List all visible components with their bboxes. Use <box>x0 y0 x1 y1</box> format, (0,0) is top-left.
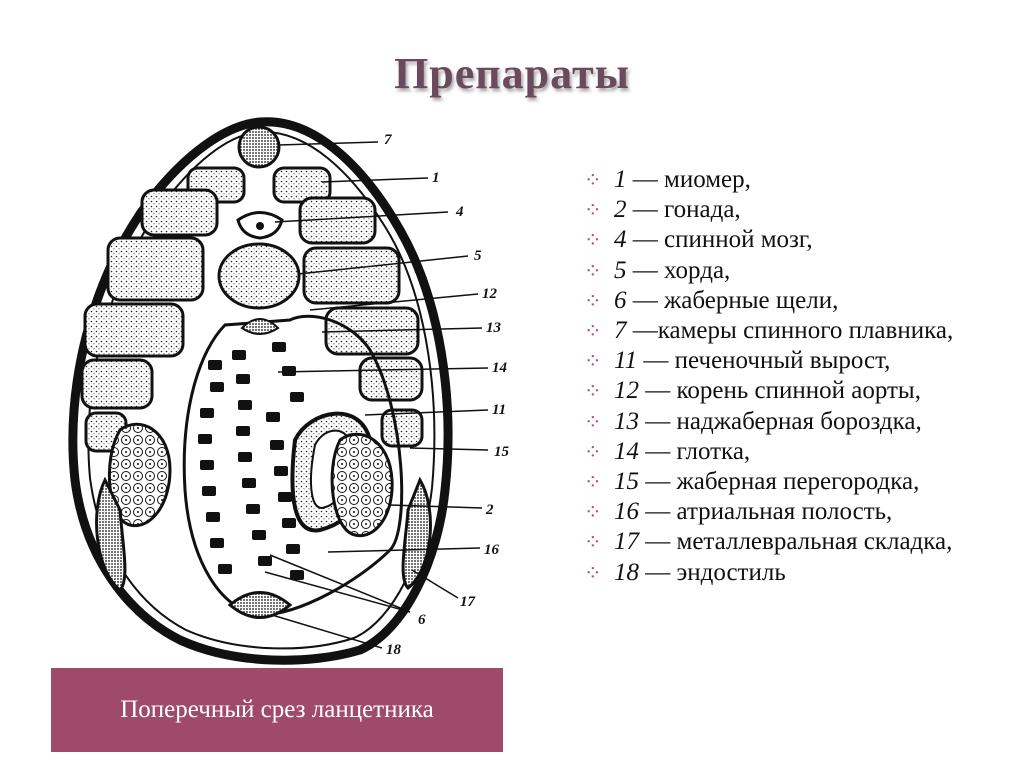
label-16: 16 <box>484 542 500 558</box>
label-2: 2 <box>485 502 494 518</box>
lancelet-cross-section-diagram: 7 1 4 5 12 13 14 11 15 2 16 17 6 18 <box>68 117 510 665</box>
legend-item-number: 5 <box>614 256 627 284</box>
legend-item-text: — печеночный вырост, <box>637 347 891 375</box>
metapleural-fold-left <box>95 476 127 593</box>
legend-item-number: 18 <box>614 558 639 586</box>
caption-text: Поперечный срез ланцетника <box>120 696 434 723</box>
legend-item: ⁘ 4 — спинной мозг, <box>582 225 1002 255</box>
legend-item-number: 17 <box>614 528 639 556</box>
label-15: 15 <box>494 444 510 460</box>
legend-item-text: — наджаберная бороздка, <box>639 407 922 435</box>
legend-item-number: 16 <box>614 498 639 526</box>
bullet-icon: ⁘ <box>584 228 602 253</box>
label-17: 17 <box>460 594 476 610</box>
legend-item: ⁘ 11 — печеночный вырост, <box>582 346 1002 376</box>
legend-item: ⁘ 7 —камеры спинного плавника, <box>582 316 1002 346</box>
legend-item-text: — жаберная перегородка, <box>639 468 920 496</box>
dorsal-fin-chamber <box>237 125 281 169</box>
caption-box: Поперечный срез ланцетника <box>51 668 503 752</box>
legend-item: ⁘ 5 — хорда, <box>582 256 1002 286</box>
legend-item-number: 11 <box>614 347 638 375</box>
legend-item: ⁘ 17 — металлевральная складка, <box>582 527 1002 557</box>
legend-item: ⁘ 1 — миомер, <box>582 165 1002 195</box>
bullet-icon: ⁘ <box>584 198 602 223</box>
legend-item: ⁘ 6 — жаберные щели, <box>582 286 1002 316</box>
epibranchial-groove <box>240 318 280 335</box>
bullet-icon: ⁘ <box>584 530 602 555</box>
legend-item-number: 6 <box>614 286 627 314</box>
notochord <box>217 242 301 310</box>
legend-item: ⁘ 16 — атриальная полость, <box>582 497 1002 527</box>
lancelet-cross-section-figure: 7 1 4 5 12 13 14 11 15 2 16 17 6 18 <box>60 110 542 665</box>
endostyle <box>227 591 293 619</box>
label-18: 18 <box>386 642 402 658</box>
bullet-icon: ⁘ <box>584 560 602 585</box>
legend-item: ⁘ 14 — глотка, <box>582 437 1002 467</box>
legend-item: ⁘ 13 — наджаберная бороздка, <box>582 407 1002 437</box>
bullet-icon: ⁘ <box>584 379 602 404</box>
label-6: 6 <box>418 612 426 628</box>
legend-item-text: — хорда, <box>626 256 731 284</box>
legend-item-number: 7 <box>614 317 627 345</box>
legend-item-text: — металлевральная складка, <box>639 528 953 556</box>
gill-bars <box>198 342 304 580</box>
legend-item-text: — гонада, <box>626 196 741 224</box>
legend-item: ⁘ 12 — корень спинной аорты, <box>582 376 1002 406</box>
bullet-icon: ⁘ <box>584 168 602 192</box>
slide-title: Препараты <box>394 49 630 98</box>
legend-item-number: 2 <box>614 196 627 224</box>
bullet-icon: ⁘ <box>584 319 602 344</box>
bullet-icon: ⁘ <box>584 258 602 283</box>
label-1: 1 <box>432 170 440 186</box>
legend-item-number: 12 <box>614 377 639 405</box>
legend-item-text: — глотка, <box>639 437 751 465</box>
bullet-icon: ⁘ <box>584 439 602 464</box>
legend-item-text: — корень спинной аорты, <box>639 377 921 405</box>
bullet-icon: ⁘ <box>584 500 602 525</box>
metapleural-fold-right <box>401 476 432 590</box>
label-7: 7 <box>384 132 392 148</box>
label-4: 4 <box>455 204 464 220</box>
legend-item-text: — жаберные щели, <box>626 286 839 314</box>
legend-list: ⁘ 1 — миомер, ⁘ 2 — гонада, ⁘ 4 — спинной м… <box>582 165 1002 588</box>
label-12: 12 <box>482 286 498 302</box>
legend-item-text: — атриальная полость, <box>639 498 893 526</box>
legend-item-text: — эндостиль <box>639 558 786 586</box>
legend-item-text: — спинной мозг, <box>626 226 813 254</box>
legend-item-number: 4 <box>614 226 627 254</box>
legend-item-number: 15 <box>614 468 639 496</box>
bullet-icon: ⁘ <box>584 288 602 313</box>
gonad-right <box>330 432 394 538</box>
label-11: 11 <box>492 402 506 418</box>
legend-item: ⁘ 2 — гонада, <box>582 195 1002 225</box>
legend-item: ⁘ 15 — жаберная перегородка, <box>582 467 1002 497</box>
bullet-icon: ⁘ <box>584 409 602 434</box>
label-13: 13 <box>486 320 502 336</box>
label-14: 14 <box>492 360 508 376</box>
legend-item-number: 14 <box>614 437 639 465</box>
bullet-icon: ⁘ <box>584 470 602 495</box>
legend-item-text: —камеры спинного плавника, <box>626 317 954 345</box>
bullet-icon: ⁘ <box>584 349 602 374</box>
myomeres-left <box>80 166 246 453</box>
leader-lines <box>264 141 489 649</box>
label-5: 5 <box>474 248 482 264</box>
legend-item-number: 13 <box>614 407 639 435</box>
pharynx-wall <box>182 314 404 617</box>
legend-item-text: — миомер, <box>626 166 751 193</box>
legend-item: ⁘ 18 — эндостиль <box>582 558 1002 588</box>
legend-item-number: 1 <box>614 166 627 193</box>
gonad-left <box>107 422 172 528</box>
